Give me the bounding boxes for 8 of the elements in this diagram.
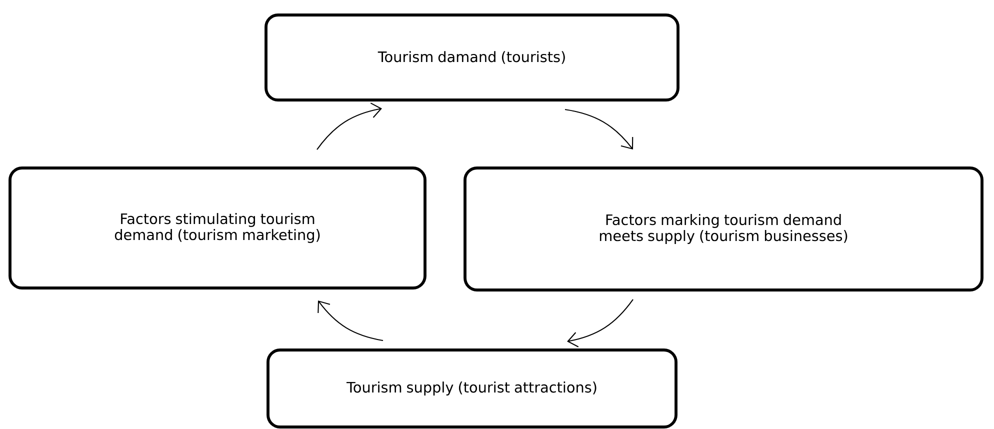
arrow <box>564 108 634 150</box>
process-box: Factors stimulating tourism demand (tourism marketing) <box>8 166 426 290</box>
process-box: Tourism supply (tourist attractions) <box>266 348 678 428</box>
arrow <box>316 102 382 150</box>
process-box: Factors marking tourism demand meets supply (tourism businesses) <box>464 166 984 292</box>
arrow <box>318 300 384 342</box>
process-box: Tourism damand (tourists) <box>264 14 680 102</box>
arrow <box>567 299 634 348</box>
